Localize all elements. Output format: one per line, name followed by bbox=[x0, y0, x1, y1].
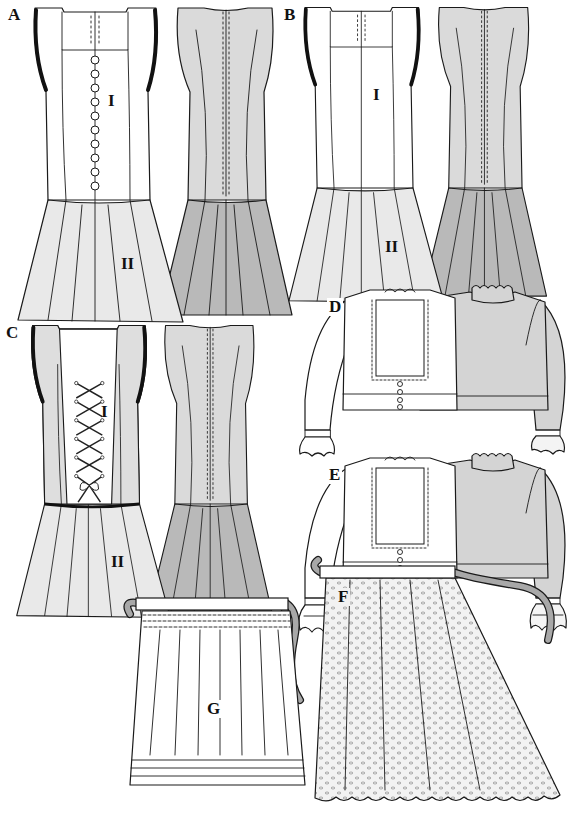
view-letter: C bbox=[4, 324, 20, 342]
part-number: II bbox=[383, 238, 400, 256]
part-number: II bbox=[109, 553, 126, 571]
view-letter: G bbox=[205, 700, 222, 718]
part-number: I bbox=[371, 86, 382, 104]
view-letter: E bbox=[327, 466, 342, 484]
view-letter: F bbox=[336, 588, 350, 606]
view-letter: B bbox=[282, 6, 297, 24]
view-letter: A bbox=[6, 6, 22, 24]
part-number: I bbox=[99, 403, 110, 421]
part-number: I bbox=[106, 92, 117, 110]
part-number: II bbox=[119, 255, 136, 273]
view-letter: D bbox=[327, 298, 343, 316]
